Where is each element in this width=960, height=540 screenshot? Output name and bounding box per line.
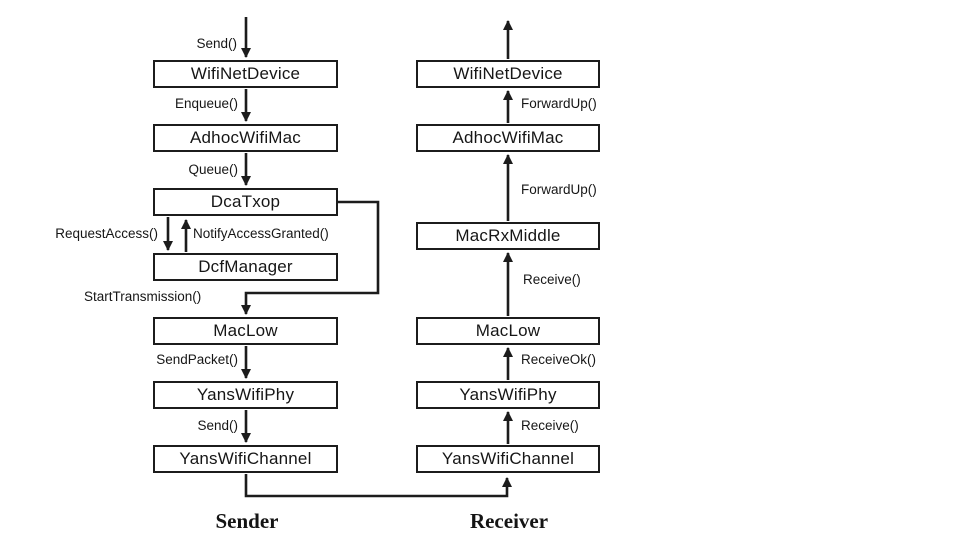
call-label-receive-phy: Receive() (521, 418, 579, 433)
call-label-send-phy: Send() (197, 418, 238, 433)
node-receiver-yanswifiphy: YansWifiPhy (416, 381, 600, 409)
receiver-column-title: Receiver (469, 509, 549, 533)
node-label: MacLow (213, 321, 278, 340)
node-receiver-wifinetdevice: WifiNetDevice (416, 60, 600, 88)
call-label-send-packet: SendPacket() (156, 352, 238, 367)
node-receiver-adhocwifimac: AdhocWifiMac (416, 124, 600, 152)
node-sender-dcatxop: DcaTxop (153, 188, 338, 216)
call-label-notify-access-granted: NotifyAccessGranted() (193, 226, 329, 241)
call-label-request-access: RequestAccess() (55, 226, 158, 241)
call-label-queue: Queue() (188, 162, 238, 177)
node-label: AdhocWifiMac (452, 128, 564, 147)
arrow-start-transmission-connector (241, 200, 380, 315)
node-label: YansWifiChannel (441, 449, 575, 468)
node-label: MacLow (475, 321, 541, 340)
node-label: WifiNetDevice (190, 64, 301, 83)
node-label: DcfManager (198, 257, 293, 276)
node-sender-wifinetdevice: WifiNetDevice (153, 60, 338, 88)
call-label-receive-ok: ReceiveOk() (521, 352, 597, 367)
node-label: DcaTxop (210, 192, 281, 211)
call-label-receive-mid: Receive() (523, 272, 581, 287)
call-label-enqueue: Enqueue() (174, 96, 238, 111)
node-label: WifiNetDevice (453, 64, 563, 83)
node-receiver-yanswifichannel: YansWifiChannel (416, 445, 600, 473)
node-sender-yanswifichannel: YansWifiChannel (153, 445, 338, 473)
node-label: AdhocWifiMac (189, 128, 302, 147)
sender-column-title: Sender (215, 509, 279, 533)
node-sender-maclow: MacLow (153, 317, 338, 345)
call-label-forward-up-top: ForwardUp() (521, 96, 597, 111)
node-receiver-macrxmiddle: MacRxMiddle (416, 222, 600, 250)
node-label: MacRxMiddle (455, 226, 561, 245)
node-label: YansWifiPhy (459, 385, 557, 404)
node-sender-yanswifiphy: YansWifiPhy (153, 381, 338, 409)
node-sender-adhocwifimac: AdhocWifiMac (153, 124, 338, 152)
node-sender-dcfmanager: DcfManager (153, 253, 338, 281)
node-label: YansWifiPhy (196, 385, 295, 404)
call-label-start-transmission: StartTransmission() (84, 289, 202, 304)
call-label-send-top: Send() (196, 36, 237, 51)
node-label: YansWifiChannel (179, 449, 312, 468)
call-label-forward-up-mid: ForwardUp() (521, 182, 597, 197)
arrow-channel-link (244, 474, 512, 498)
node-receiver-maclow: MacLow (416, 317, 600, 345)
